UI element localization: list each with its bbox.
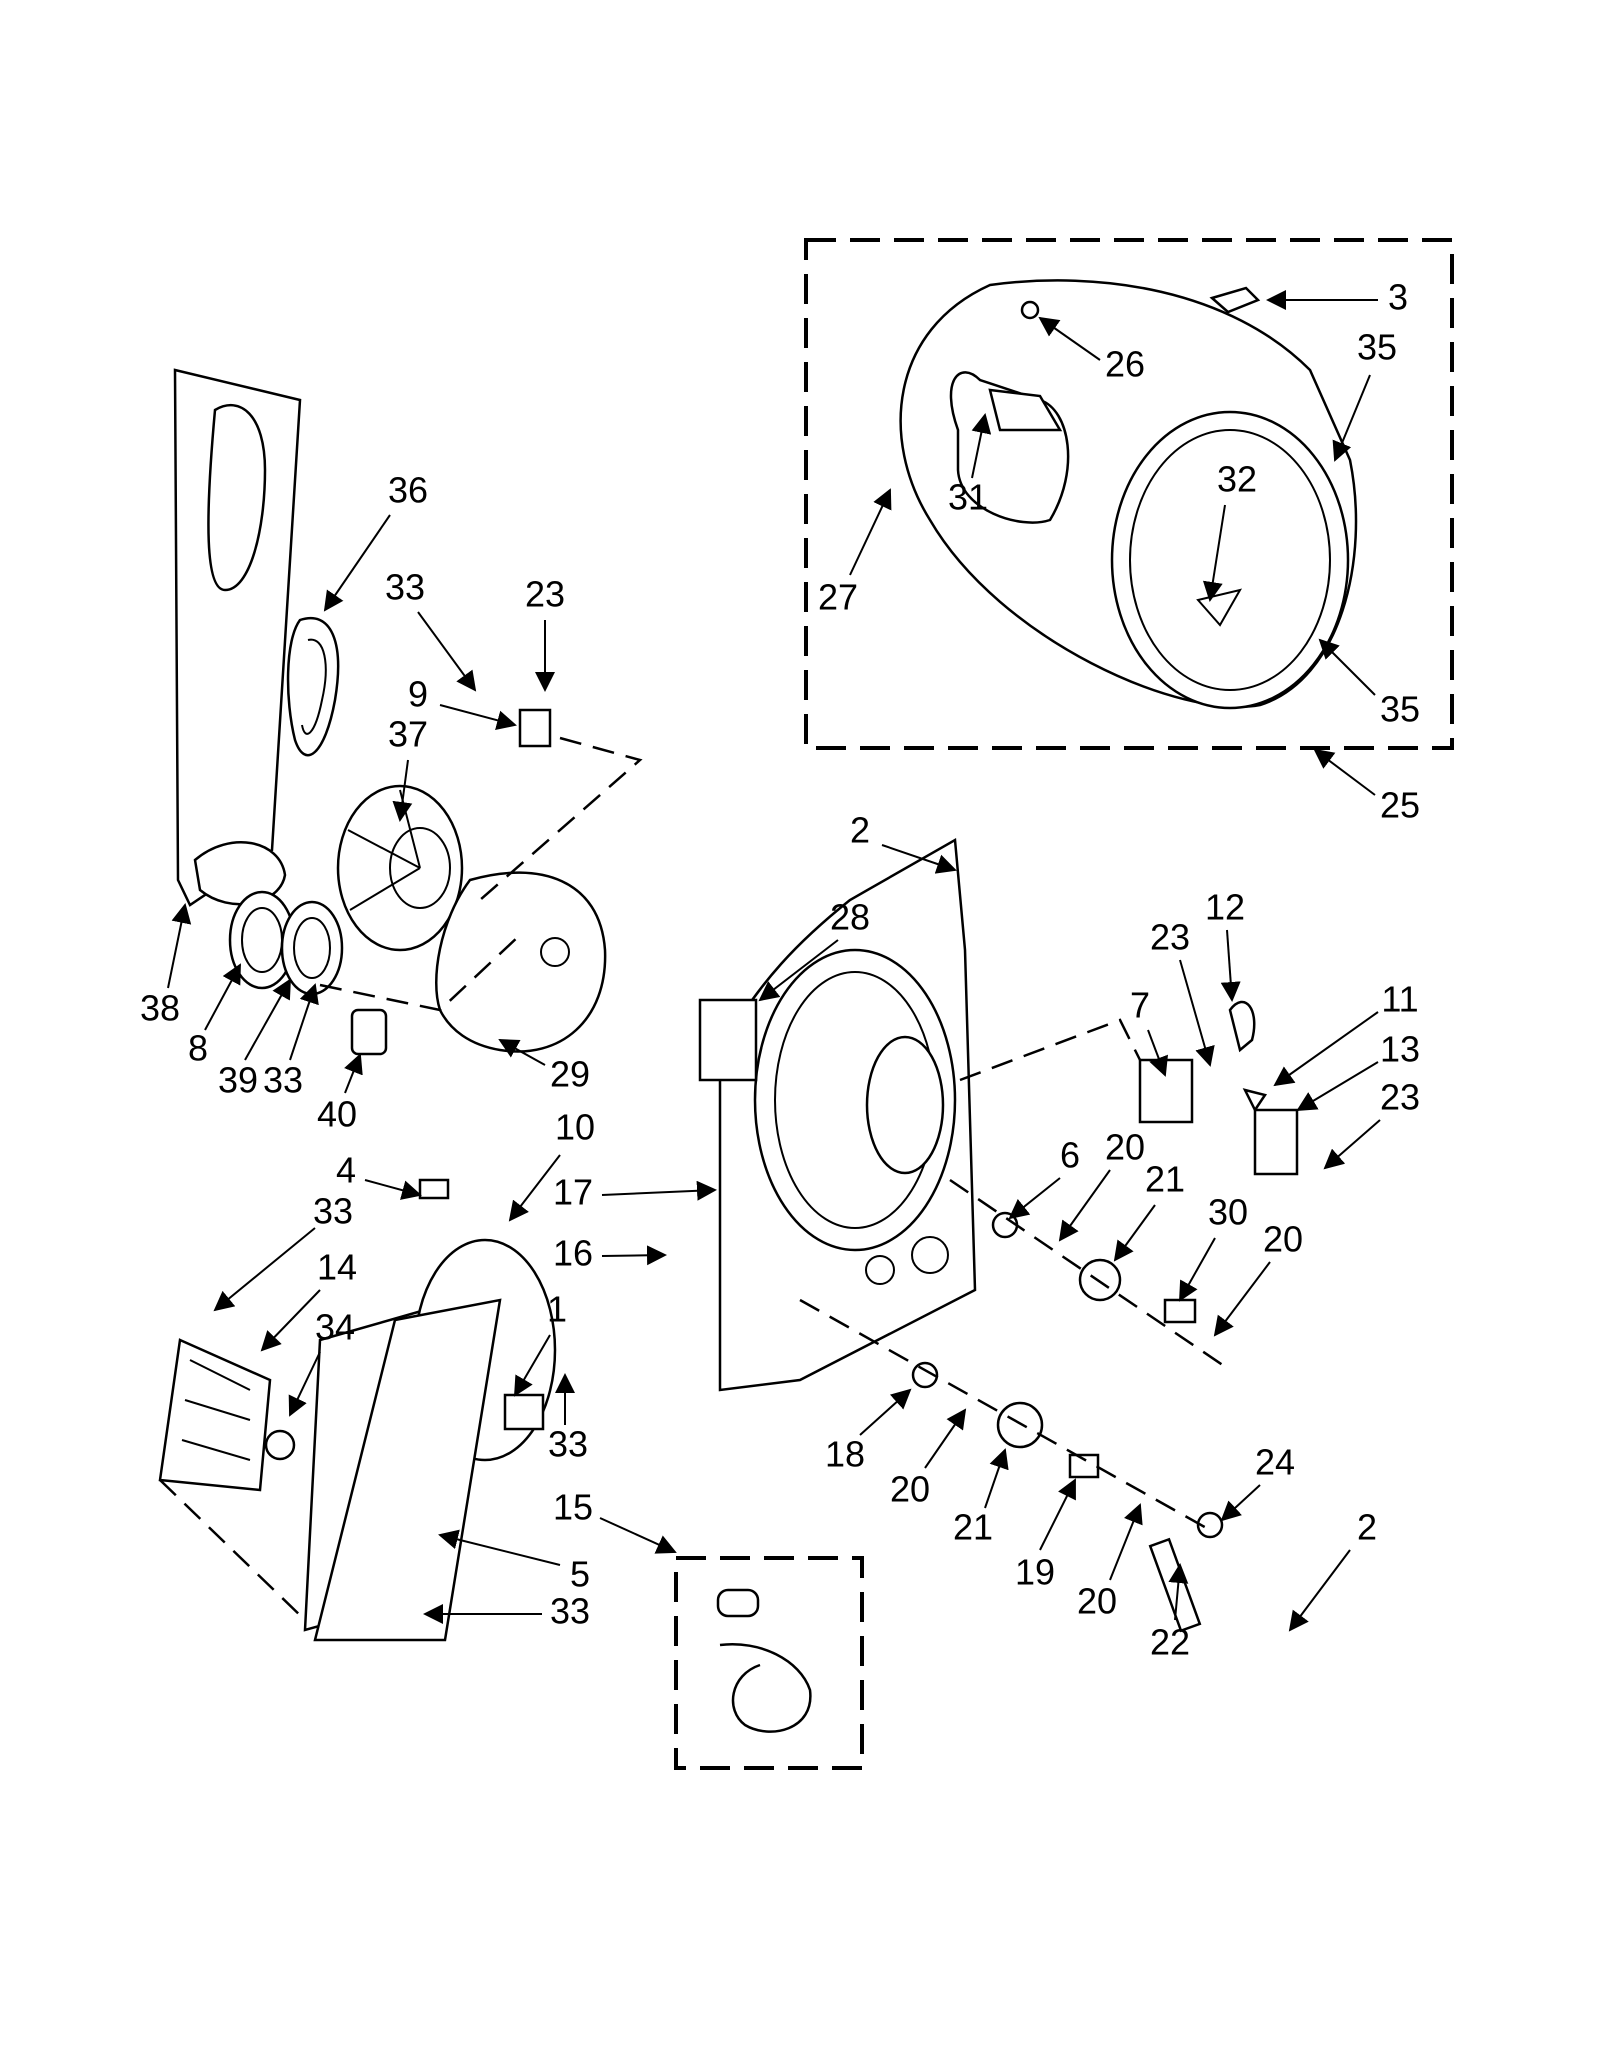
callout-5: 5	[570, 1554, 590, 1595]
callout-7: 7	[1130, 985, 1150, 1026]
callout-11: 11	[1381, 979, 1418, 1020]
callout-20-b: 20	[1263, 1219, 1303, 1260]
thermal-fuse	[518, 708, 552, 748]
callout-36: 36	[388, 470, 428, 511]
heater-group	[158, 1178, 557, 1642]
callout-26: 26	[1105, 344, 1145, 385]
callout-2-top: 2	[850, 810, 870, 851]
callout-21-b: 21	[953, 1507, 993, 1548]
callout-2-bottom: 2	[1357, 1507, 1377, 1548]
callout-25: 25	[1380, 785, 1420, 826]
callout-32: 32	[1217, 459, 1257, 500]
callouts: 1 2 2 3 4 5 6 7 8 9 10 11 12	[140, 277, 1420, 1663]
drum-assembly-group	[804, 238, 1454, 750]
callout-23-b: 23	[1150, 917, 1190, 958]
callout-27: 27	[818, 577, 858, 618]
rear-duct-group	[173, 368, 643, 1056]
callout-33-c: 33	[313, 1191, 353, 1232]
callout-24: 24	[1255, 1442, 1295, 1483]
drum-assembly-box	[804, 238, 1454, 750]
idler-parts	[799, 1000, 1299, 1633]
callout-13: 13	[1380, 1029, 1420, 1070]
callout-40: 40	[317, 1094, 357, 1135]
callout-20-d: 20	[1077, 1581, 1117, 1622]
callout-37: 37	[388, 714, 428, 755]
callout-17: 17	[553, 1172, 593, 1213]
callout-16: 16	[553, 1233, 593, 1274]
callout-35-top: 35	[1357, 327, 1397, 368]
callout-22: 22	[1150, 1622, 1190, 1663]
blower-wheel	[336, 784, 464, 952]
door-switch	[1228, 1000, 1256, 1053]
callout-33-b: 33	[263, 1060, 303, 1101]
terminal-block	[1138, 1058, 1194, 1124]
callout-15: 15	[553, 1487, 593, 1528]
callout-9: 9	[408, 674, 428, 715]
blower-bearing-ring	[280, 900, 344, 996]
duct-seal	[286, 617, 340, 757]
callout-30: 30	[1208, 1192, 1248, 1233]
callout-1: 1	[547, 1289, 567, 1330]
wiring-label	[698, 998, 758, 1082]
callout-21-a: 21	[1145, 1159, 1185, 1200]
callout-3: 3	[1388, 277, 1408, 318]
callout-33-d: 33	[548, 1424, 588, 1465]
callout-38: 38	[140, 988, 180, 1029]
callout-23-a: 23	[525, 574, 565, 615]
callout-12: 12	[1205, 887, 1245, 928]
harness-kit-group	[674, 1556, 864, 1770]
callout-33-a: 33	[385, 567, 425, 608]
callout-28: 28	[830, 897, 870, 938]
harness-kit-box	[674, 1556, 864, 1770]
callout-4: 4	[336, 1150, 356, 1191]
high-limit-thermostat	[503, 1393, 545, 1431]
callout-8: 8	[188, 1028, 208, 1069]
callout-14: 14	[317, 1247, 357, 1288]
switch-bracket	[1253, 1108, 1299, 1176]
callout-34: 34	[315, 1307, 355, 1348]
callout-31: 31	[948, 477, 988, 518]
heating-element	[158, 1338, 272, 1492]
callout-10: 10	[555, 1107, 595, 1148]
callout-19: 19	[1015, 1552, 1055, 1593]
callout-35-bottom: 35	[1380, 689, 1420, 730]
hi-limit-thermostat	[350, 1008, 388, 1056]
callout-23-c: 23	[1380, 1077, 1420, 1118]
blower-housing	[435, 871, 607, 1053]
callout-39: 39	[218, 1060, 258, 1101]
callout-20-a: 20	[1105, 1127, 1145, 1168]
callout-33-e: 33	[550, 1591, 590, 1632]
callout-18: 18	[825, 1434, 865, 1475]
callout-6: 6	[1060, 1135, 1080, 1176]
bulkhead	[718, 837, 977, 1392]
callout-29: 29	[550, 1054, 590, 1095]
drum	[899, 279, 1358, 710]
callout-20-c: 20	[890, 1469, 930, 1510]
